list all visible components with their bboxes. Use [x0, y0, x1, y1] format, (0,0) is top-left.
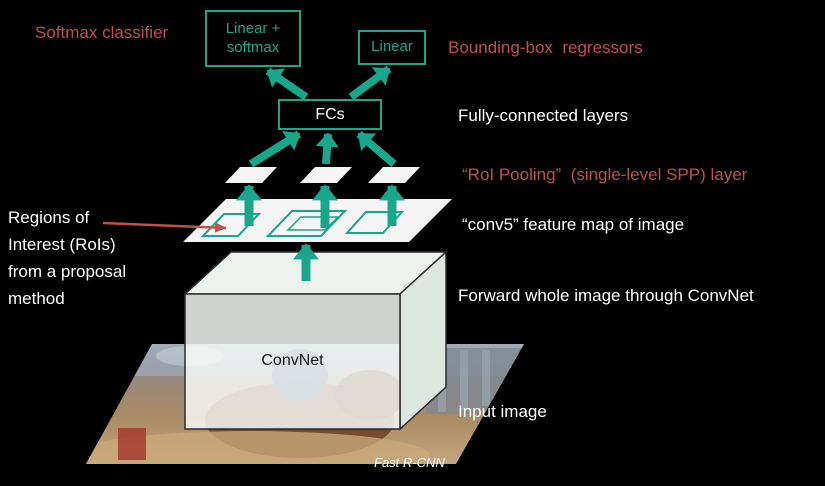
convnet-box-front: [184, 293, 401, 430]
linear-node: Linear: [358, 30, 426, 65]
fully-connected-layers-label: Fully-connected layers: [458, 106, 629, 125]
photo-dirt: [86, 431, 430, 464]
arrow-pooled3-to-fcs: [356, 130, 397, 168]
forward-whole-image-label: Forward whole image through ConvNet: [458, 286, 754, 305]
pooled-map-1: [225, 167, 277, 183]
convnet-box: [183, 250, 448, 431]
roi-pointer-arrow: [102, 221, 227, 233]
arrow-pooled2-to-fcs: [315, 132, 339, 165]
slide-caption: Fast R-CNN: [374, 455, 445, 470]
bounding-box-regressors-label: Bounding-box regressors: [448, 38, 643, 57]
fcs-node: FCs: [278, 99, 382, 130]
photo-barrel: [118, 428, 146, 460]
input-image-label: Input image: [458, 402, 547, 421]
softmax-classifier-label: Softmax classifier: [35, 23, 169, 42]
linear-softmax-node: Linear + softmax: [205, 10, 301, 67]
arrow-pooled1-to-fcs: [248, 130, 302, 168]
arrow-fcs-to-softmax: [265, 67, 309, 101]
convnet-label: ConvNet: [261, 352, 324, 369]
conv5-feature-map-label: “conv5” feature map of image: [462, 215, 685, 234]
pooled-map-3: [368, 167, 420, 183]
pooled-map-2: [300, 167, 352, 183]
arrow-fcs-to-linear: [348, 65, 392, 101]
regions-of-interest-label: Regions of Interest (RoIs) from a propos…: [8, 208, 127, 308]
roi-pooling-layer-label: “RoI Pooling” (single-level SPP) layer: [462, 165, 748, 184]
